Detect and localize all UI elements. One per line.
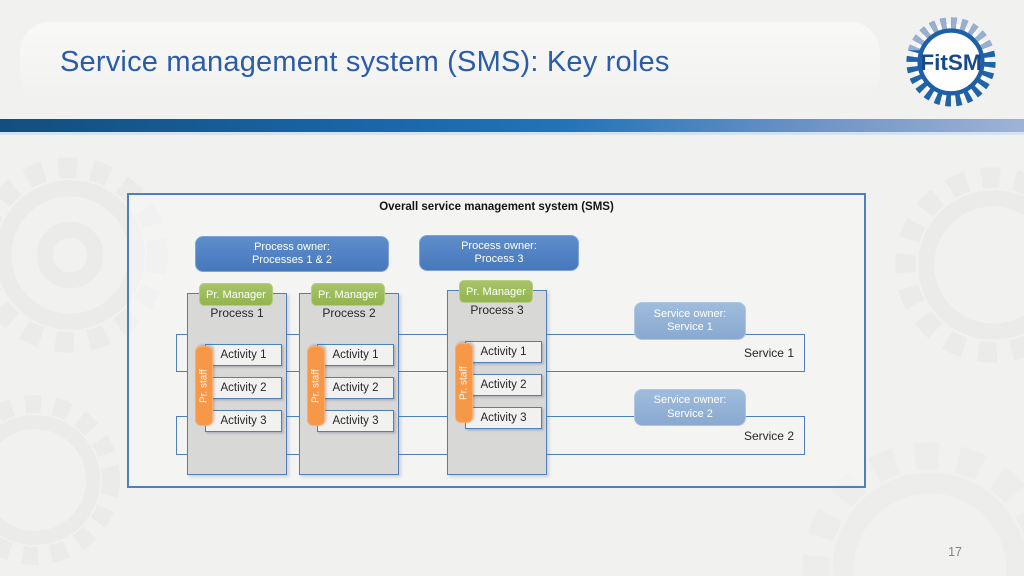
header-highlight <box>20 22 880 102</box>
activity-box: Activity 2 <box>317 377 394 399</box>
process-manager-tag: Pr. Manager <box>199 283 273 306</box>
header-accent-bar <box>0 119 1024 135</box>
process-column-1: Pr. Manager Process 1 Pr. staff Activity… <box>187 283 287 475</box>
activity-box: Activity 2 <box>205 377 282 399</box>
process-owner-2-line1: Process owner: <box>461 239 537 252</box>
activity-box: Activity 1 <box>465 341 542 363</box>
process-owner-box-2: Process owner: Process 3 <box>419 235 579 271</box>
fitsm-logo: FitSM <box>906 17 996 107</box>
process-owner-2-line2: Process 3 <box>474 253 524 265</box>
service-1-label: Service 1 <box>743 346 794 360</box>
fitsm-logo-text: FitSM <box>920 50 981 75</box>
service-owner-box-1: Service owner: Service 1 <box>634 302 746 340</box>
activity-box: Activity 2 <box>465 374 542 396</box>
slide-title: Service management system (SMS): Key rol… <box>60 46 670 78</box>
activity-box: Activity 3 <box>205 410 282 432</box>
activity-box: Activity 3 <box>465 407 542 429</box>
process-staff-tag: Pr. staff <box>307 346 325 426</box>
process-manager-tag: Pr. Manager <box>311 283 385 306</box>
process-title: Process 2 <box>322 306 376 320</box>
service-owner-1-line1: Service owner: <box>653 307 727 320</box>
process-staff-tag: Pr. staff <box>455 343 473 423</box>
background-gear-icon <box>895 167 1024 363</box>
service-owner-2-line1: Service owner: <box>653 394 727 406</box>
process-title: Process 3 <box>470 303 524 317</box>
diagram-title: Overall service management system (SMS) <box>379 201 614 213</box>
process-staff-tag: Pr. staff <box>195 346 213 426</box>
process-manager-tag: Pr. Manager <box>459 280 533 303</box>
process-column-3: Pr. Manager Process 3 Pr. staff Activity… <box>447 280 547 475</box>
process-column-2: Pr. Manager Process 2 Pr. staff Activity… <box>299 283 399 475</box>
activity-box: Activity 3 <box>317 410 394 432</box>
page-number: 17 <box>948 545 962 559</box>
service-owner-2-line2: Service 2 <box>667 407 713 420</box>
background-gear-icon <box>0 395 120 565</box>
service-owner-box-2: Service owner: Service 2 <box>634 389 746 426</box>
process-owner-1-line2: Processes 1 & 2 <box>251 254 333 266</box>
sms-diagram: Overall service management system (SMS) … <box>127 193 866 488</box>
process-owner-box-1: Process owner: Processes 1 & 2 <box>195 236 389 272</box>
process-owner-1-line1: Process owner: <box>254 240 330 253</box>
service-2-label: Service 2 <box>743 428 794 443</box>
activity-box: Activity 1 <box>317 344 394 366</box>
service-owner-1-line2: Service 1 <box>667 321 713 333</box>
process-title: Process 1 <box>210 306 264 320</box>
activity-box: Activity 1 <box>205 344 282 366</box>
background-gear-icon <box>802 442 1024 576</box>
